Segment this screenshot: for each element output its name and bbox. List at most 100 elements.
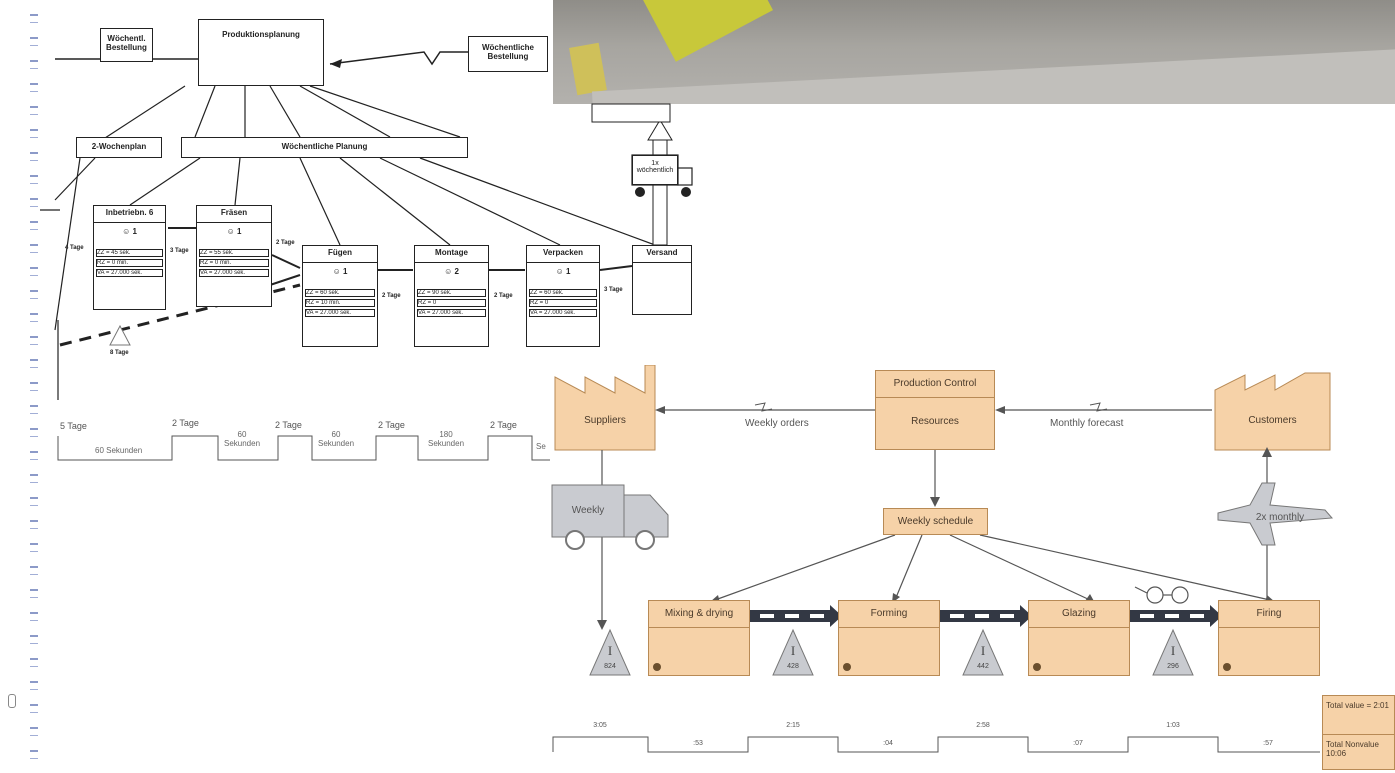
german-vsm: Wöchentl. Bestellung Produktionsplanung … <box>0 0 720 470</box>
process-5-row-3: VA = 27.000 sek. <box>529 309 597 317</box>
process-3-name: Fügen <box>303 246 377 263</box>
production-control-box: Production Control Resources <box>875 370 995 450</box>
process-forming: Forming <box>838 600 940 676</box>
inventory-triangle-3 <box>962 628 1004 676</box>
process-2-row-1: ZZ = 55 sek. <box>199 249 269 257</box>
english-vsm-lines <box>551 365 1334 753</box>
weekly-planning-text: Wöchentliche Planung <box>281 142 368 151</box>
inv-3-symbol: I <box>980 643 986 658</box>
english-truck-body <box>551 484 625 538</box>
process-mixing-operator-icon <box>653 663 661 671</box>
arrow-head <box>330 59 342 68</box>
truck-note-box: 1x wöchentlich <box>632 155 678 185</box>
g-tl-top-4: 2 Tage <box>378 420 405 430</box>
suppliers-label: Suppliers <box>584 415 626 426</box>
inv-label-3: 2 Tage <box>276 240 295 246</box>
process-4-row-1: ZZ = 90 sek. <box>417 289 486 297</box>
process-box-6: Versand <box>632 245 692 315</box>
inv-1-value: 824 <box>604 663 616 670</box>
process-box-1: Inbetriebn. 6 ☺ 1 ZZ = 45 sek. RZ = 0 mi… <box>93 205 166 310</box>
process-5-name: Verpacken <box>527 246 599 263</box>
process-4-operator: ☺ 2 <box>444 267 459 276</box>
g-tl-bot-1: 60 Sekunden <box>95 446 143 455</box>
weekly-schedule-label: Weekly schedule <box>897 516 974 527</box>
monthly-forecast-label: Monthly forecast <box>1050 418 1124 429</box>
process-1-name: Inbetriebn. 6 <box>94 206 165 223</box>
e-tl-bot-4: :57 <box>1263 740 1273 747</box>
e-tl-bot-1: :53 <box>693 740 703 747</box>
inventory-triangle-4 <box>1152 628 1194 676</box>
glasses-lens-left <box>1146 586 1164 604</box>
total-nonvalue-label: Total Nonvalue 10:06 <box>1326 740 1379 758</box>
two-week-plan-text: 2-Wochenplan <box>91 142 147 151</box>
total-value-label: Total value = 2:01 <box>1323 696 1394 735</box>
process-glazing-operator-icon <box>1033 663 1041 671</box>
production-planning-box: Produktionsplanung <box>198 19 324 86</box>
left-edge-marks <box>30 0 38 773</box>
weekly-planning-box: Wöchentliche Planung <box>181 137 468 158</box>
process-3-op-count: 1 <box>342 267 348 276</box>
process-2-row-2: RZ = 0 min. <box>199 259 269 267</box>
e-tl-top-2: 2:15 <box>786 722 800 729</box>
process-1-row-1: ZZ = 45 sek. <box>96 249 163 257</box>
e-tl-bot-2: :04 <box>883 740 893 747</box>
process-4-row-3: VA = 27.000 sek. <box>417 309 486 317</box>
inv-4-symbol: I <box>1170 643 1176 658</box>
process-1-op-count: 1 <box>132 227 137 236</box>
german-timeline <box>57 435 550 461</box>
process-glazing: Glazing <box>1028 600 1130 676</box>
two-week-plan-box: 2-Wochenplan <box>76 137 162 158</box>
inv-label-6: 3 Tage <box>604 287 623 293</box>
customers-factory-shape <box>1214 372 1331 451</box>
plane-label: 2x monthly <box>1255 512 1305 523</box>
process-firing: Firing <box>1218 600 1320 676</box>
inv-label-5: 2 Tage <box>494 293 513 299</box>
e-tl-top-1: 3:05 <box>593 722 607 729</box>
customers-label: Customers <box>1248 415 1297 426</box>
resources-label: Resources <box>911 416 959 427</box>
production-control-label: Production Control <box>876 371 994 398</box>
process-mixing: Mixing & drying <box>648 600 750 676</box>
inventory-triangle-2 <box>772 628 814 676</box>
inv-1-symbol: I <box>607 643 613 658</box>
process-3-row-2: RZ = 10 min. <box>305 299 375 307</box>
g-tl-bot-5: Se <box>536 442 546 451</box>
left-edge-glyph <box>8 694 16 708</box>
process-mixing-label: Mixing & drying <box>649 601 749 628</box>
process-firing-operator-icon <box>1223 663 1231 671</box>
glasses-lens-right <box>1171 586 1189 604</box>
english-vsm: Suppliers Customers Production Control R… <box>550 365 1395 773</box>
plane-shape <box>1217 482 1334 546</box>
production-planning-text: Produktionsplanung <box>222 30 300 39</box>
e-tl-top-4: 1:03 <box>1166 722 1180 729</box>
weekly-schedule-box: Weekly schedule <box>883 508 988 535</box>
process-6-name: Versand <box>633 246 691 263</box>
inv-label-2: 3 Tage <box>170 248 189 254</box>
truck-note-text: 1x wöchentlich <box>636 160 674 174</box>
process-2-operator: ☺ 1 <box>226 227 242 236</box>
inv-4-value: 296 <box>1167 663 1179 670</box>
process-glazing-label: Glazing <box>1029 601 1129 628</box>
process-firing-label: Firing <box>1219 601 1319 628</box>
process-4-op-count: 2 <box>454 267 459 276</box>
process-1-row-2: RZ = 0 min. <box>96 259 163 267</box>
process-forming-operator-icon <box>843 663 851 671</box>
g-tl-top-2: 2 Tage <box>172 418 199 428</box>
weekly-orders-label: Weekly orders <box>745 418 809 429</box>
process-2-op-count: 1 <box>236 227 242 236</box>
process-1-operator: ☺ 1 <box>122 227 137 236</box>
inventory-triangle-1 <box>589 628 631 676</box>
process-5-operator: ☺ 1 <box>555 267 571 276</box>
inv-2-value: 428 <box>787 663 799 670</box>
process-4-name: Montage <box>415 246 488 263</box>
inventory-triangle <box>109 324 131 346</box>
process-5-row-1: ZZ = 60 sek. <box>529 289 597 297</box>
process-5-row-2: RZ = 0 <box>529 299 597 307</box>
process-2-name: Fräsen <box>197 206 271 223</box>
inv-label-4: 2 Tage <box>382 293 401 299</box>
process-forming-label: Forming <box>839 601 939 628</box>
weekly-order-left-text: Wöchentl. Bestellung <box>106 34 147 52</box>
totals-box: Total value = 2:01 Total Nonvalue 10:06 <box>1322 695 1395 770</box>
weekly-order-left-box: Wöchentl. Bestellung <box>100 28 153 62</box>
inv-2-symbol: I <box>790 643 796 658</box>
